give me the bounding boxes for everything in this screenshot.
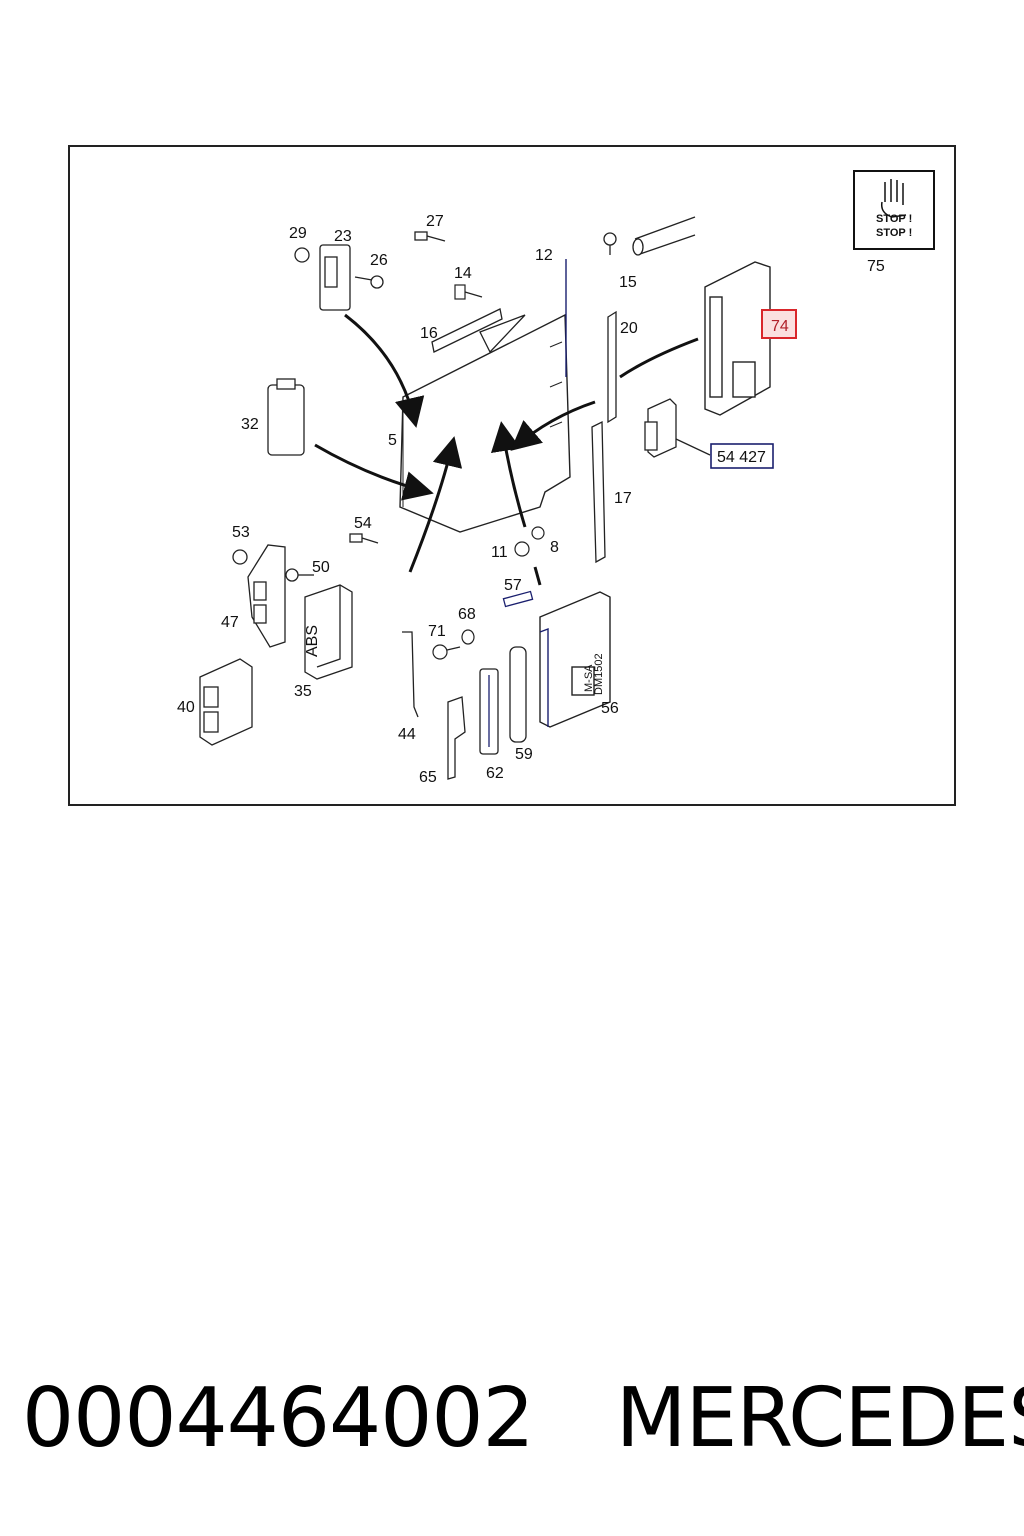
label-50: 50 xyxy=(312,559,330,576)
label-68: 68 xyxy=(458,606,476,623)
ref-box-54427[interactable] xyxy=(710,443,774,469)
label-20: 20 xyxy=(620,320,638,337)
label-62: 62 xyxy=(486,765,504,782)
label-71: 71 xyxy=(428,623,446,640)
bracket-44 xyxy=(402,631,419,718)
nut-11 xyxy=(514,541,530,557)
footer-caption: 0004464002 MERCEDES xyxy=(22,1368,1024,1468)
relay-holder-23 xyxy=(294,231,446,311)
relay-32 xyxy=(267,378,305,456)
label-32: 32 xyxy=(241,416,259,433)
hand-icon xyxy=(880,179,907,218)
screw-71 xyxy=(432,629,475,660)
cable-15 xyxy=(603,216,696,256)
label-57 xyxy=(502,590,534,608)
part-74-highlight[interactable] xyxy=(761,309,797,339)
diagram-frame: ABS xyxy=(68,145,956,806)
sensor-65 xyxy=(447,696,466,780)
label-35: 35 xyxy=(294,683,312,700)
washer-8 xyxy=(531,526,545,540)
abs-module-35 xyxy=(304,584,353,680)
part-number: 0004464002 xyxy=(22,1370,535,1466)
abs-text: ABS xyxy=(304,625,321,657)
connector-54427 xyxy=(644,398,711,458)
rail-20 xyxy=(591,310,617,564)
label-27: 27 xyxy=(426,213,444,230)
label-56: 56 xyxy=(601,700,619,717)
label-57: 57 xyxy=(504,577,522,594)
stop-line-1: STOP ! xyxy=(876,213,912,225)
label-8: 8 xyxy=(550,539,559,556)
label-53: 53 xyxy=(232,524,250,541)
bolt-14 xyxy=(454,284,483,300)
label-29: 29 xyxy=(289,225,307,242)
connector-62 xyxy=(479,646,527,755)
ecu-56 xyxy=(539,591,611,728)
module-74 xyxy=(704,261,771,416)
label-15: 15 xyxy=(619,274,637,291)
stop-line-2: STOP ! xyxy=(876,227,912,239)
label-11: 11 xyxy=(491,544,508,561)
ref-box-54427-text: 54 427 xyxy=(717,449,766,466)
label-16: 16 xyxy=(420,325,438,342)
label-54: 54 xyxy=(354,515,372,532)
mounting-plate xyxy=(399,313,571,533)
exploded-parts-diagram: ABS xyxy=(177,170,935,786)
bracket-16 xyxy=(431,308,526,354)
bracket-47 xyxy=(232,533,379,648)
brand-name: MERCEDES xyxy=(615,1370,1024,1466)
label-26: 26 xyxy=(370,252,388,269)
ecu-text-2: DM1502 xyxy=(593,653,605,695)
label-40: 40 xyxy=(177,699,195,716)
label-47: 47 xyxy=(221,614,239,631)
label-14: 14 xyxy=(454,265,472,282)
label-65: 65 xyxy=(419,769,437,786)
label-59: 59 xyxy=(515,746,533,763)
label-17: 17 xyxy=(614,490,632,507)
label-74: 74 xyxy=(771,318,789,335)
label-44: 44 xyxy=(398,726,416,743)
ecu-text-1: M-SA xyxy=(583,664,595,692)
label-5: 5 xyxy=(388,432,397,449)
control-unit-40 xyxy=(199,658,253,746)
assembly-arrows xyxy=(314,313,699,586)
label-12: 12 xyxy=(535,247,553,264)
label-75: 75 xyxy=(867,258,885,275)
stop-sign-75: STOP ! STOP ! xyxy=(853,170,935,250)
label-23: 23 xyxy=(334,228,352,245)
